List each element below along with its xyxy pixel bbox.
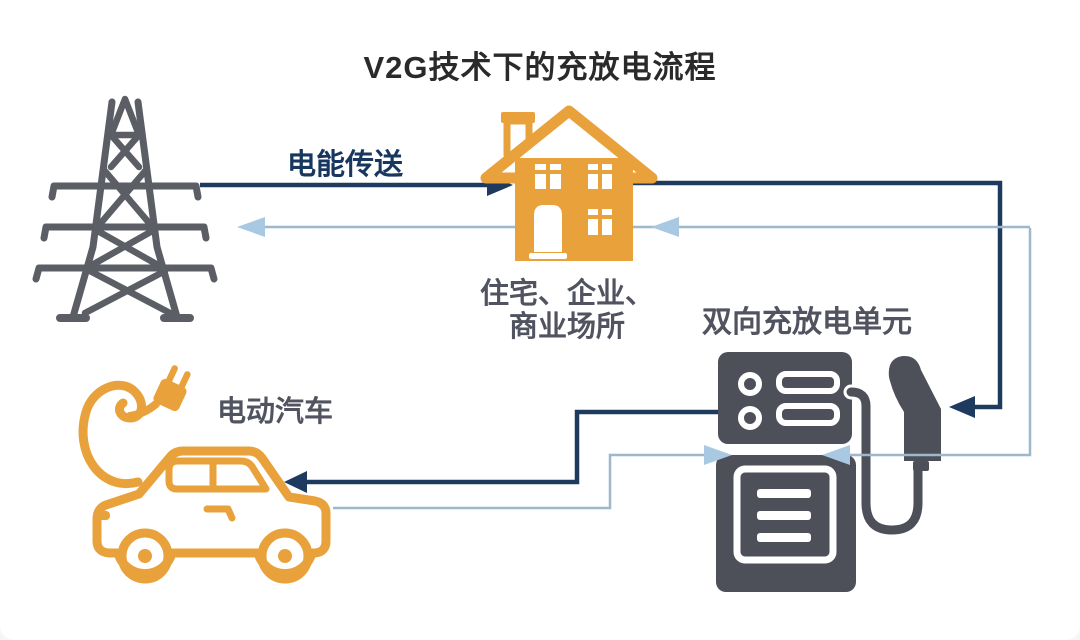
headlight <box>93 511 110 520</box>
door-handle <box>203 505 236 522</box>
window-top-left <box>533 162 563 191</box>
front-wheel <box>117 528 173 584</box>
window-top-right <box>586 162 614 191</box>
door-sill <box>529 253 567 259</box>
discharge-arrow-car-to-station <box>333 445 732 510</box>
bidirectional-unit-label: 双向充放电单元 <box>702 306 912 339</box>
charging-cable <box>78 380 146 488</box>
discharge-arrow-house-to-grid <box>237 217 1030 237</box>
window-bottom-right <box>586 207 614 237</box>
station-top-panel <box>718 352 852 444</box>
charge-arrow-station-to-car <box>284 409 718 493</box>
charging-gun-icon <box>888 355 941 461</box>
house-body <box>515 158 633 261</box>
ev-car-icon <box>78 365 331 584</box>
power-transfer-label: 电能传送 <box>287 149 404 181</box>
door <box>534 205 562 252</box>
plug-icon <box>153 365 191 412</box>
building-label-line1: 住宅、企业、 <box>479 278 654 310</box>
cable-cord <box>126 400 160 420</box>
rear-wheel <box>257 528 313 584</box>
diagram-title: V2G技术下的充放电流程 <box>363 50 717 85</box>
transmission-tower-icon <box>32 95 218 322</box>
charging-station-icon <box>716 352 941 592</box>
charge-arrow-house-to-gun <box>627 180 1003 418</box>
building-label: 住宅、企业、 商业场所 <box>447 278 687 344</box>
station-screen <box>733 465 837 564</box>
discharge-arrow-loop-to-station <box>822 228 1032 465</box>
building-label-line2: 商业场所 <box>508 311 625 343</box>
ev-label: 电动汽车 <box>217 396 334 428</box>
house-icon <box>480 105 658 261</box>
car-windows <box>165 457 270 493</box>
